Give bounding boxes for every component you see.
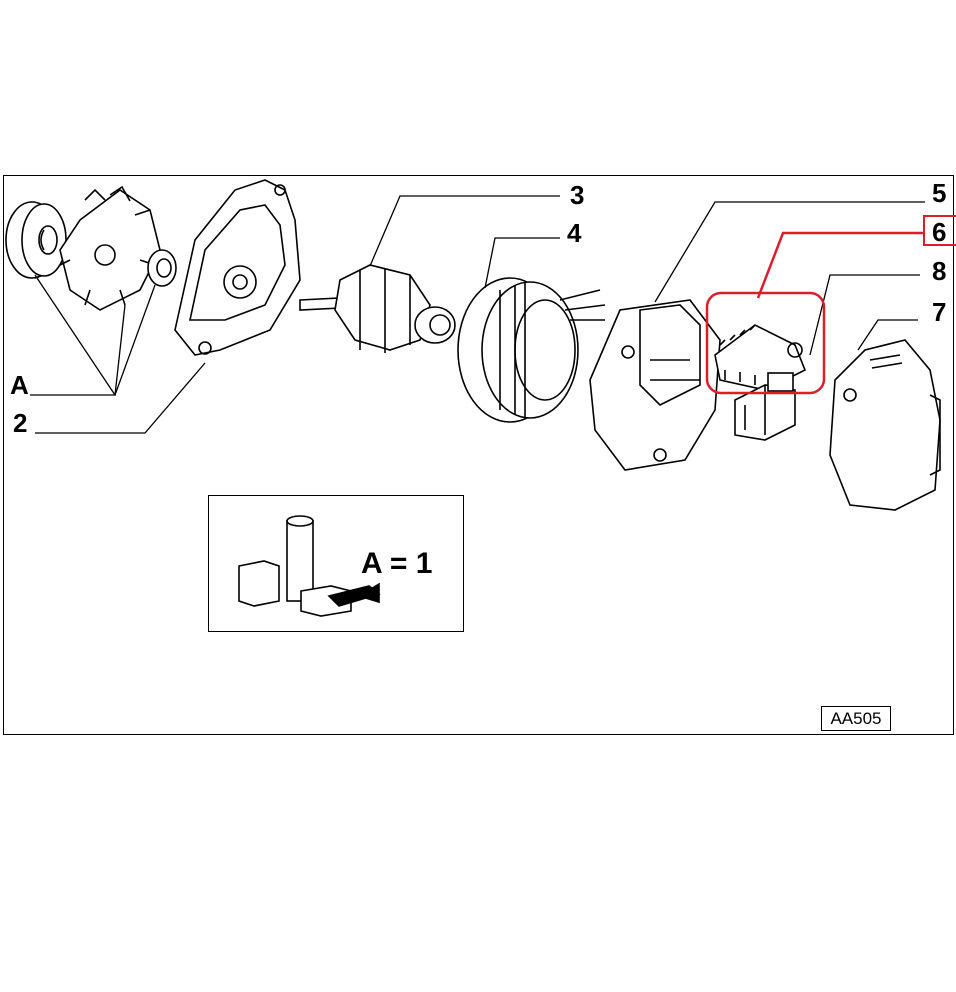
bearing-part xyxy=(147,249,177,287)
callout-8: 8 xyxy=(932,256,947,286)
pulley-part xyxy=(5,201,67,279)
front-housing-part xyxy=(174,179,301,356)
callout-7: 7 xyxy=(932,297,947,327)
regulator-part xyxy=(734,372,796,441)
callout-5: 5 xyxy=(932,178,947,208)
highlight-marker xyxy=(705,231,923,395)
callout-4: 4 xyxy=(567,218,582,248)
rotor-part xyxy=(299,264,456,353)
callout-A: A xyxy=(10,370,29,400)
legend-box xyxy=(208,495,464,632)
leader-lines xyxy=(30,195,925,434)
legend-equation: A = 1 xyxy=(361,547,433,580)
highlight-label-box xyxy=(923,215,956,246)
callout-3: 3 xyxy=(570,180,585,210)
brush-holder-part xyxy=(59,185,161,311)
callout-2: 2 xyxy=(13,408,28,438)
spare-parts-kit-icon xyxy=(238,515,381,617)
callout-6: 6 xyxy=(932,217,947,247)
stator-part xyxy=(457,277,606,423)
diagram-frame xyxy=(3,175,954,735)
rear-cover-part xyxy=(829,339,941,511)
reference-code: AA505 xyxy=(821,706,891,731)
rear-housing-part xyxy=(589,299,721,471)
